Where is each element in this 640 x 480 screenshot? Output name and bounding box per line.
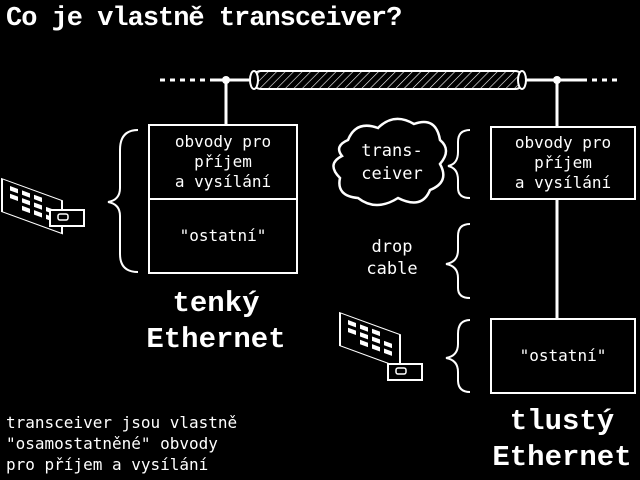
right-rx-tx-label: obvody pro příjem a vysílání [514,133,612,192]
thin-ethernet-line1: tenký [172,287,260,320]
left-device: obvody pro příjem a vysílání "ostatní" [148,124,298,274]
drop-cable-brace [445,223,471,299]
page-title: Co je vlastně transceiver? [6,4,402,34]
transceiver-cloud-label: trans- ceiver [361,141,423,184]
right-tap [553,76,561,318]
footnote: transceiver jsou vlastně "osamostatněné"… [6,413,238,474]
left-rx-tx-box: obvody pro příjem a vysílání [150,126,296,200]
network-card-bracket-left [49,209,85,227]
left-rx-tx-label: obvody pro příjem a vysílání [174,132,272,191]
left-brace [107,129,139,273]
thin-ethernet-line2: Ethernet [146,323,286,356]
network-card-bracket-right [387,363,423,381]
left-other-box: "ostatní" [150,200,296,272]
thick-ethernet-label: tlustý Ethernet [484,404,640,476]
left-tap [222,76,230,124]
network-bus [160,70,620,90]
network-card-icon-right [339,311,401,369]
thick-ethernet-line2: Ethernet [492,441,632,474]
right-rx-tx-box: obvody pro příjem a vysílání [490,126,636,200]
cloud-brace [447,129,471,199]
left-other-label: "ostatní" [179,226,267,245]
drop-cable-label: drop cable [366,237,418,279]
right-other-box: "ostatní" [490,318,636,394]
thick-ethernet-line1: tlustý [509,405,615,438]
thin-ethernet-label: tenký Ethernet [130,286,302,358]
right-lower-brace [445,319,471,393]
thick-coax-cable [249,70,527,90]
right-other-label: "ostatní" [519,346,607,365]
transceiver-cloud [332,117,448,207]
